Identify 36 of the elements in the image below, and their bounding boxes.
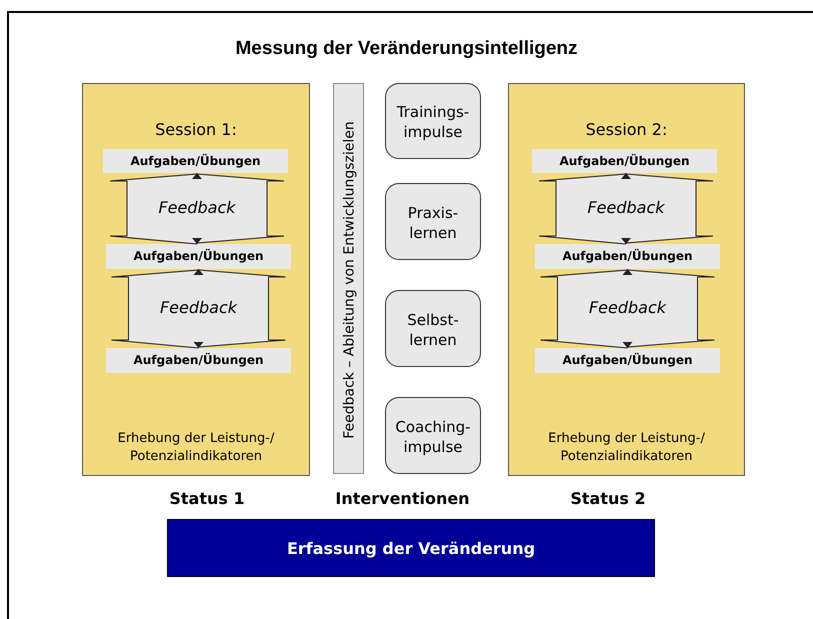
intervention-box: [385, 397, 481, 474]
feedback-arrow: [110, 172, 284, 244]
task-label: Aufgaben/Übungen: [129, 154, 262, 168]
task-box: [535, 244, 720, 269]
task-box: [106, 244, 291, 269]
intervention-label: Trainings- impulse: [396, 102, 470, 142]
intervention-label: Selbst- lernen: [406, 310, 460, 350]
column-caption: Interventionen: [334, 489, 471, 508]
intervention-box: [385, 183, 481, 260]
task-box: [106, 348, 291, 373]
session-heading: Session 2:: [584, 120, 668, 139]
intervention-box: [385, 290, 481, 367]
indicator-text: Erhebung der Leistung-/ Potenzialindikatoren: [116, 430, 276, 466]
title: Messung der Veränderungsintelligenz: [234, 38, 579, 60]
task-label: Aufgaben/Übungen: [558, 154, 691, 168]
task-label: Aufgaben/Übungen: [561, 353, 694, 367]
feedback-arrow: [111, 268, 286, 348]
task-box: [532, 149, 717, 173]
feedback-arrow: [538, 172, 714, 244]
feedback-arrow: [540, 268, 715, 348]
task-box: [535, 348, 720, 373]
result-label: Erfassung der Veränderung: [286, 539, 536, 558]
task-label: Aufgaben/Übungen: [132, 353, 265, 367]
session-heading: Session 1:: [154, 120, 238, 139]
task-label: Aufgaben/Übungen: [132, 249, 265, 263]
column-caption: Status 1: [168, 489, 246, 508]
task-label: Aufgaben/Übungen: [561, 249, 694, 263]
indicator-text: Erhebung der Leistung-/ Potenzialindikatoren: [547, 430, 706, 466]
intervention-box: [385, 83, 481, 159]
intervention-label: Praxis- lernen: [406, 202, 460, 242]
task-box: [103, 149, 288, 173]
column-caption: Status 2: [569, 489, 647, 508]
column-label: Feedback – Ableitung von Entwicklungszielen: [340, 120, 358, 440]
feedback-column: [333, 83, 364, 474]
result-bar: [167, 519, 655, 577]
intervention-label: Coaching- impulse: [394, 416, 472, 456]
